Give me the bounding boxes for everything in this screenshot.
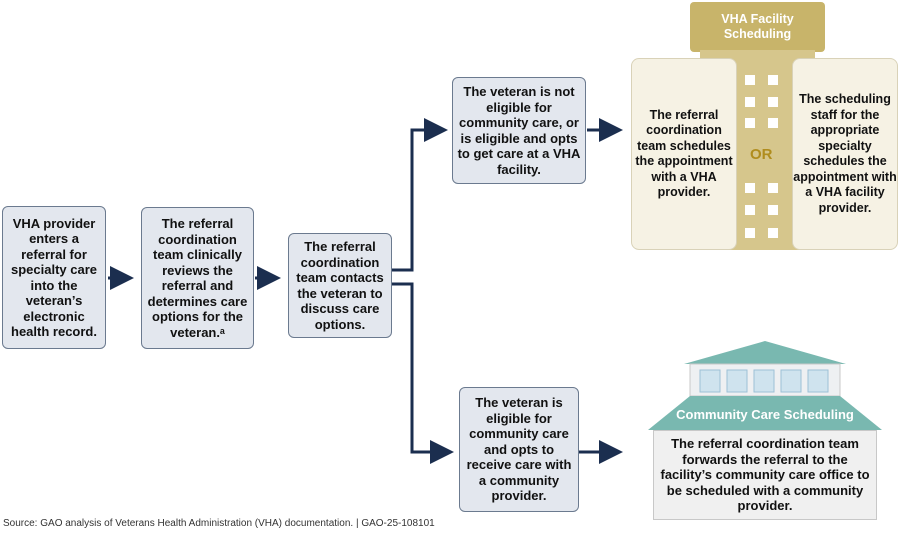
arrow-to-vha-branch xyxy=(392,118,448,272)
step-clinical-review: The referral coordination team clinicall… xyxy=(141,207,254,349)
community-care-title: Community Care Scheduling xyxy=(676,407,854,422)
vha-option-scheduling-staff: The scheduling staff for the appropriate… xyxy=(792,58,898,250)
step-contact-veteran: The referral coordination team contacts … xyxy=(288,233,392,338)
vha-option-referral-team: The referral coordination team schedules… xyxy=(631,58,737,250)
step-provider-enters-referral: VHA provider enters a referral for speci… xyxy=(2,206,106,349)
branch-vha-facility-care: The veteran is not eligible for communit… xyxy=(452,77,586,184)
vha-facility-title: VHA Facility Scheduling xyxy=(721,12,794,41)
arrow-to-community-branch xyxy=(392,282,454,464)
branch-community-care: The veteran is eligible for community ca… xyxy=(459,387,579,512)
community-care-description: The referral coordination team forwards … xyxy=(653,430,877,520)
community-building-icon xyxy=(648,341,882,430)
or-label: OR xyxy=(750,146,773,163)
source-note: Source: GAO analysis of Veterans Health … xyxy=(3,518,435,529)
